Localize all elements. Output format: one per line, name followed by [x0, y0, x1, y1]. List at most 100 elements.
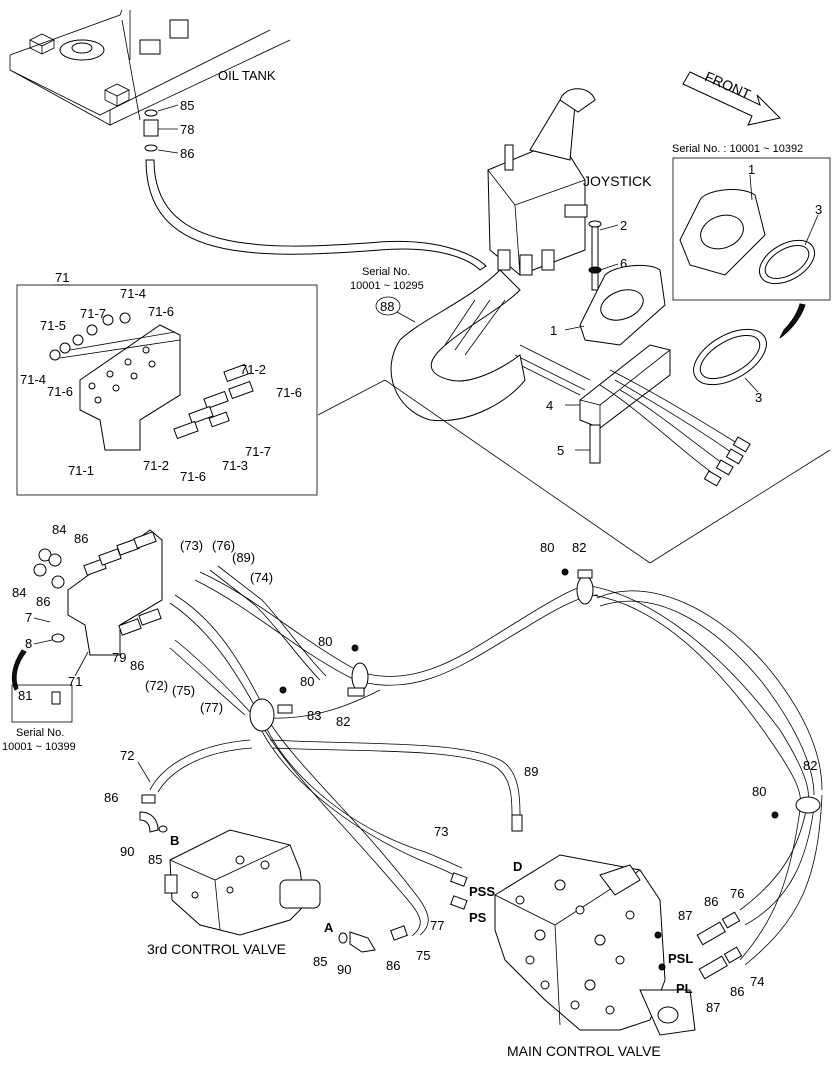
clamp-83: [249, 698, 275, 732]
label-71b: 71: [68, 674, 82, 689]
serial-mid-1: Serial No.: [362, 266, 410, 278]
label-76a: (76): [212, 538, 235, 553]
label-2: 2: [620, 218, 627, 233]
label-71-6b: 71-6: [47, 384, 73, 399]
manifold-71: [33, 529, 163, 656]
label-1b: 1: [550, 323, 557, 338]
label-90b: 90: [337, 962, 351, 977]
label-87b: 87: [706, 1000, 720, 1015]
label-80c: 80: [300, 674, 314, 689]
serial-box-81: [11, 684, 73, 723]
label-86d: 86: [130, 658, 144, 673]
label-86g: 86: [704, 894, 718, 909]
hose-ends-joystick: [703, 436, 751, 487]
label-8: 8: [25, 636, 32, 651]
label-79: 79: [112, 650, 126, 665]
label-6: 6: [620, 256, 627, 271]
third-control-valve: [164, 829, 321, 936]
label-4: 4: [546, 398, 553, 413]
port-pss: PSS: [469, 884, 495, 899]
third-valve-label: 3rd CONTROL VALVE: [147, 941, 286, 957]
label-85: 85: [180, 98, 194, 113]
label-71-4a: 71-4: [120, 286, 146, 301]
label-85c: 85: [313, 954, 327, 969]
label-86h: 86: [730, 984, 744, 999]
serial-top-right: Serial No. : 10001 ~ 10392: [672, 143, 803, 155]
label-71-4b: 71-4: [20, 372, 46, 387]
label-82b: 82: [336, 714, 350, 729]
port-pl: PL: [676, 981, 693, 996]
label-89a: (89): [232, 550, 255, 565]
label-82a: 82: [572, 540, 586, 555]
port-psl: PSL: [668, 951, 693, 966]
label-71-5: 71-5: [40, 318, 66, 333]
sleeve-88: [390, 269, 526, 422]
label-81: 81: [18, 688, 32, 703]
label-3b: 3: [755, 390, 762, 405]
label-71-1: 71-1: [68, 463, 94, 478]
detail-box-71: [16, 284, 318, 496]
label-71-2b: 71-2: [143, 458, 169, 473]
label-83: 83: [307, 708, 321, 723]
main-control-valve: [494, 854, 696, 1036]
label-80a: 80: [540, 540, 554, 555]
label-77b: 77: [430, 918, 444, 933]
label-89b: 89: [524, 764, 538, 779]
label-86b: 86: [74, 531, 88, 546]
label-76b: 76: [730, 886, 744, 901]
label-75b: 75: [416, 948, 430, 963]
label-75a: (75): [172, 683, 195, 698]
clamp-82b: [351, 662, 369, 692]
oil-tank-label: OIL TANK: [218, 68, 276, 83]
label-86f: 86: [386, 958, 400, 973]
clamp-82a: [576, 575, 594, 605]
label-86c: 86: [36, 594, 50, 609]
serial-box-top-right: [672, 157, 831, 301]
label-78: 78: [180, 122, 194, 137]
label-7: 7: [25, 610, 32, 625]
label-71-6d: 71-6: [180, 469, 206, 484]
label-71-3: 71-3: [222, 458, 248, 473]
port-ps: PS: [469, 910, 487, 925]
label-85b: 85: [148, 852, 162, 867]
label-84b: 84: [12, 585, 26, 600]
label-5: 5: [557, 443, 564, 458]
joystick-label: JOYSTICK: [583, 173, 652, 189]
port-a: A: [324, 920, 334, 935]
label-74b: 74: [750, 974, 764, 989]
label-3: 3: [815, 202, 822, 217]
label-71-7b: 71-7: [245, 444, 271, 459]
front-arrow-icon: FRONT: [682, 68, 782, 126]
hose-bundle: [149, 565, 823, 966]
label-71-6c: 71-6: [276, 385, 302, 400]
label-71-box: 71: [55, 270, 69, 285]
label-88: 88: [380, 299, 394, 314]
serial-left-2: 10001 ~ 10399: [2, 741, 76, 753]
label-90a: 90: [120, 844, 134, 859]
label-77a: (77): [200, 700, 223, 715]
label-73a: (73): [180, 538, 203, 553]
label-1: 1: [748, 162, 755, 177]
label-86e: 86: [104, 790, 118, 805]
label-72b: 72: [120, 748, 134, 763]
label-87a: 87: [678, 908, 692, 923]
oil-tank: [9, 9, 291, 126]
serial-mid-2: 10001 ~ 10295: [350, 280, 424, 292]
main-valve-label: MAIN CONTROL VALVE: [507, 1043, 661, 1059]
clamp-82c: [795, 796, 821, 814]
manifold-71-detail: [49, 312, 254, 451]
label-71-7a: 71-7: [80, 306, 106, 321]
tank-hose: [145, 159, 487, 271]
label-73b: 73: [434, 824, 448, 839]
label-71-2a: 71-2: [240, 362, 266, 377]
label-74a: (74): [250, 570, 273, 585]
label-86: 86: [180, 146, 194, 161]
port-b: B: [170, 833, 179, 848]
label-82c: 82: [803, 758, 817, 773]
joystick: [487, 88, 596, 276]
label-71-6a: 71-6: [148, 304, 174, 319]
label-84a: 84: [52, 522, 66, 537]
label-80d: 80: [752, 784, 766, 799]
port-d: D: [513, 859, 522, 874]
